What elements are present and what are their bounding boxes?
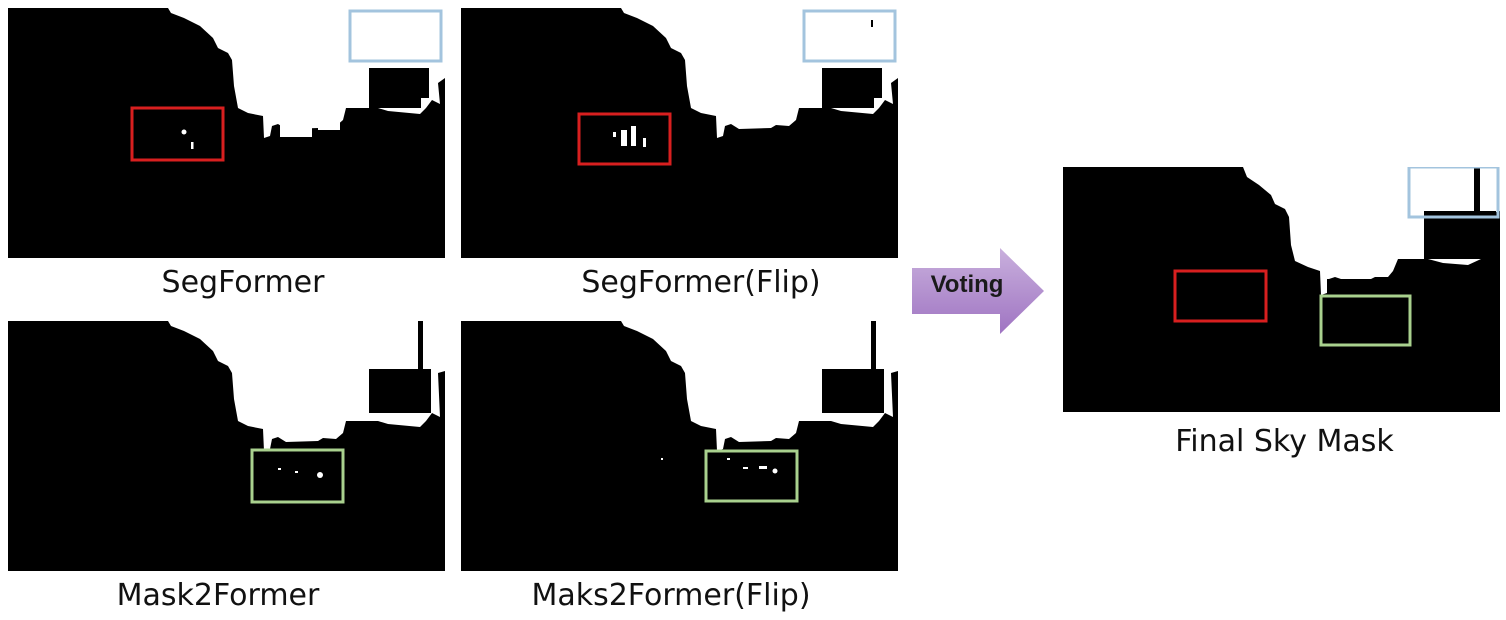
red-highlight-box: [1173, 269, 1268, 323]
segformer-caption: SegFormer: [161, 265, 325, 300]
voting-arrow: [912, 248, 1044, 334]
mask2former-flip-mask-image: [461, 321, 898, 571]
final-sky-mask-caption: Final Sky Mask: [1175, 424, 1394, 459]
segformer-mask-image: [8, 8, 445, 258]
green-highlight-box: [1319, 294, 1412, 347]
blue-highlight-box: [348, 9, 443, 63]
voting-label: Voting: [930, 271, 1004, 298]
green-highlight-box: [704, 449, 799, 503]
red-highlight-box: [577, 112, 672, 166]
mask2former-mask-image: [8, 321, 445, 571]
blue-highlight-box: [1407, 167, 1500, 219]
blue-highlight-box: [802, 9, 897, 63]
segformer-flip-mask-image: [461, 8, 898, 258]
mask2former-caption: Mask2Former: [116, 578, 320, 613]
green-highlight-box: [250, 448, 345, 504]
final-sky-mask-image: [1063, 167, 1500, 412]
mask2former-flip-caption: Maks2Former(Flip): [531, 578, 811, 613]
red-highlight-box: [130, 106, 225, 162]
segformer-flip-caption: SegFormer(Flip): [581, 265, 821, 300]
